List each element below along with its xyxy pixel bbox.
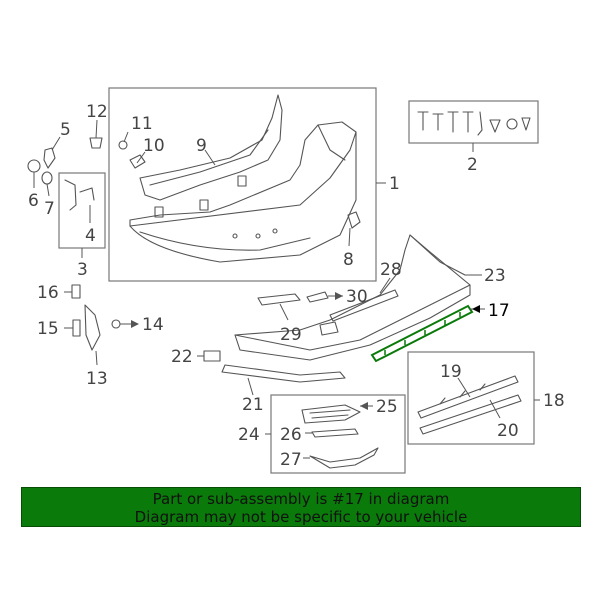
- callout-26: 26: [280, 425, 302, 445]
- callout-6: 6: [28, 191, 39, 211]
- part-16-clip: [71, 284, 81, 299]
- callout-7: 7: [44, 199, 55, 219]
- callout-9: 9: [196, 136, 207, 156]
- part-30-trim: [306, 291, 329, 303]
- part-14-bolt: [111, 319, 121, 329]
- callout-22: 22: [171, 347, 193, 367]
- part-19-strip: [417, 375, 519, 419]
- callout-1: 1: [389, 174, 400, 194]
- callout-8: 8: [343, 250, 354, 270]
- callout-13: 13: [86, 369, 108, 389]
- part-13-bracket: [84, 304, 101, 351]
- part-12-grommet: [89, 137, 103, 149]
- callout-5: 5: [60, 120, 71, 140]
- callout-23: 23: [484, 266, 506, 286]
- part-10-clip: [129, 154, 146, 169]
- callout-2: 2: [467, 155, 478, 175]
- callout-29: 29: [280, 325, 302, 345]
- part-21-strip: [221, 364, 346, 383]
- part-28-bracket: [319, 289, 399, 336]
- part-11-clip: [118, 140, 128, 150]
- callout-14: 14: [142, 315, 164, 335]
- part-25-grille: [301, 404, 361, 424]
- callout-4: 4: [85, 226, 96, 246]
- arrow-25-icon: [360, 402, 368, 410]
- callout-12: 12: [86, 102, 108, 122]
- part-26-strip: [311, 428, 359, 438]
- callout-25: 25: [376, 397, 398, 417]
- group-box-3: [58, 172, 106, 249]
- part-3-bracket: [64, 179, 95, 211]
- arrow-14-icon: [131, 320, 139, 328]
- arrow-30-icon: [335, 292, 343, 300]
- callout-30: 30: [346, 287, 368, 307]
- group-box-1: [108, 87, 377, 282]
- part-7-washer: [41, 171, 53, 185]
- part-9-reinforcement: [139, 94, 283, 218]
- part-23-lower-cover: [234, 234, 471, 361]
- part-2-fastener-kit: [417, 111, 531, 136]
- part-17-trim-strip: [370, 304, 474, 363]
- part-27-strip: [309, 447, 379, 469]
- part-6-nut: [27, 159, 41, 173]
- group-box-2: [408, 100, 539, 144]
- callout-16: 16: [37, 283, 59, 303]
- info-banner: Part or sub-assembly is #17 in diagram D…: [21, 487, 581, 527]
- callout-21: 21: [242, 395, 264, 415]
- banner-line-1: Part or sub-assembly is #17 in diagram: [152, 490, 450, 508]
- callout-18: 18: [543, 391, 565, 411]
- part-5-bolt: [43, 147, 56, 169]
- callout-10: 10: [143, 136, 165, 156]
- callout-24: 24: [238, 425, 260, 445]
- callout-3: 3: [77, 260, 88, 280]
- callout-17: 17: [488, 301, 510, 321]
- arrow-17-icon: [472, 305, 480, 313]
- group-box-18: [407, 351, 535, 445]
- callout-11: 11: [131, 114, 153, 134]
- part-29-trim: [257, 293, 301, 306]
- part-8-sensor: [347, 211, 361, 229]
- part-22-clip: [203, 350, 221, 362]
- part-1-bumper-cover: [129, 121, 357, 263]
- callout-28: 28: [380, 260, 402, 280]
- callout-27: 27: [280, 450, 302, 470]
- callout-19: 19: [440, 362, 462, 382]
- part-15-bolt: [72, 319, 81, 337]
- callout-20: 20: [497, 421, 519, 441]
- callout-15: 15: [37, 319, 59, 339]
- banner-line-2: Diagram may not be specific to your vehi…: [134, 508, 468, 526]
- leader-lines: [33, 119, 540, 459]
- part-20-strip: [419, 394, 522, 435]
